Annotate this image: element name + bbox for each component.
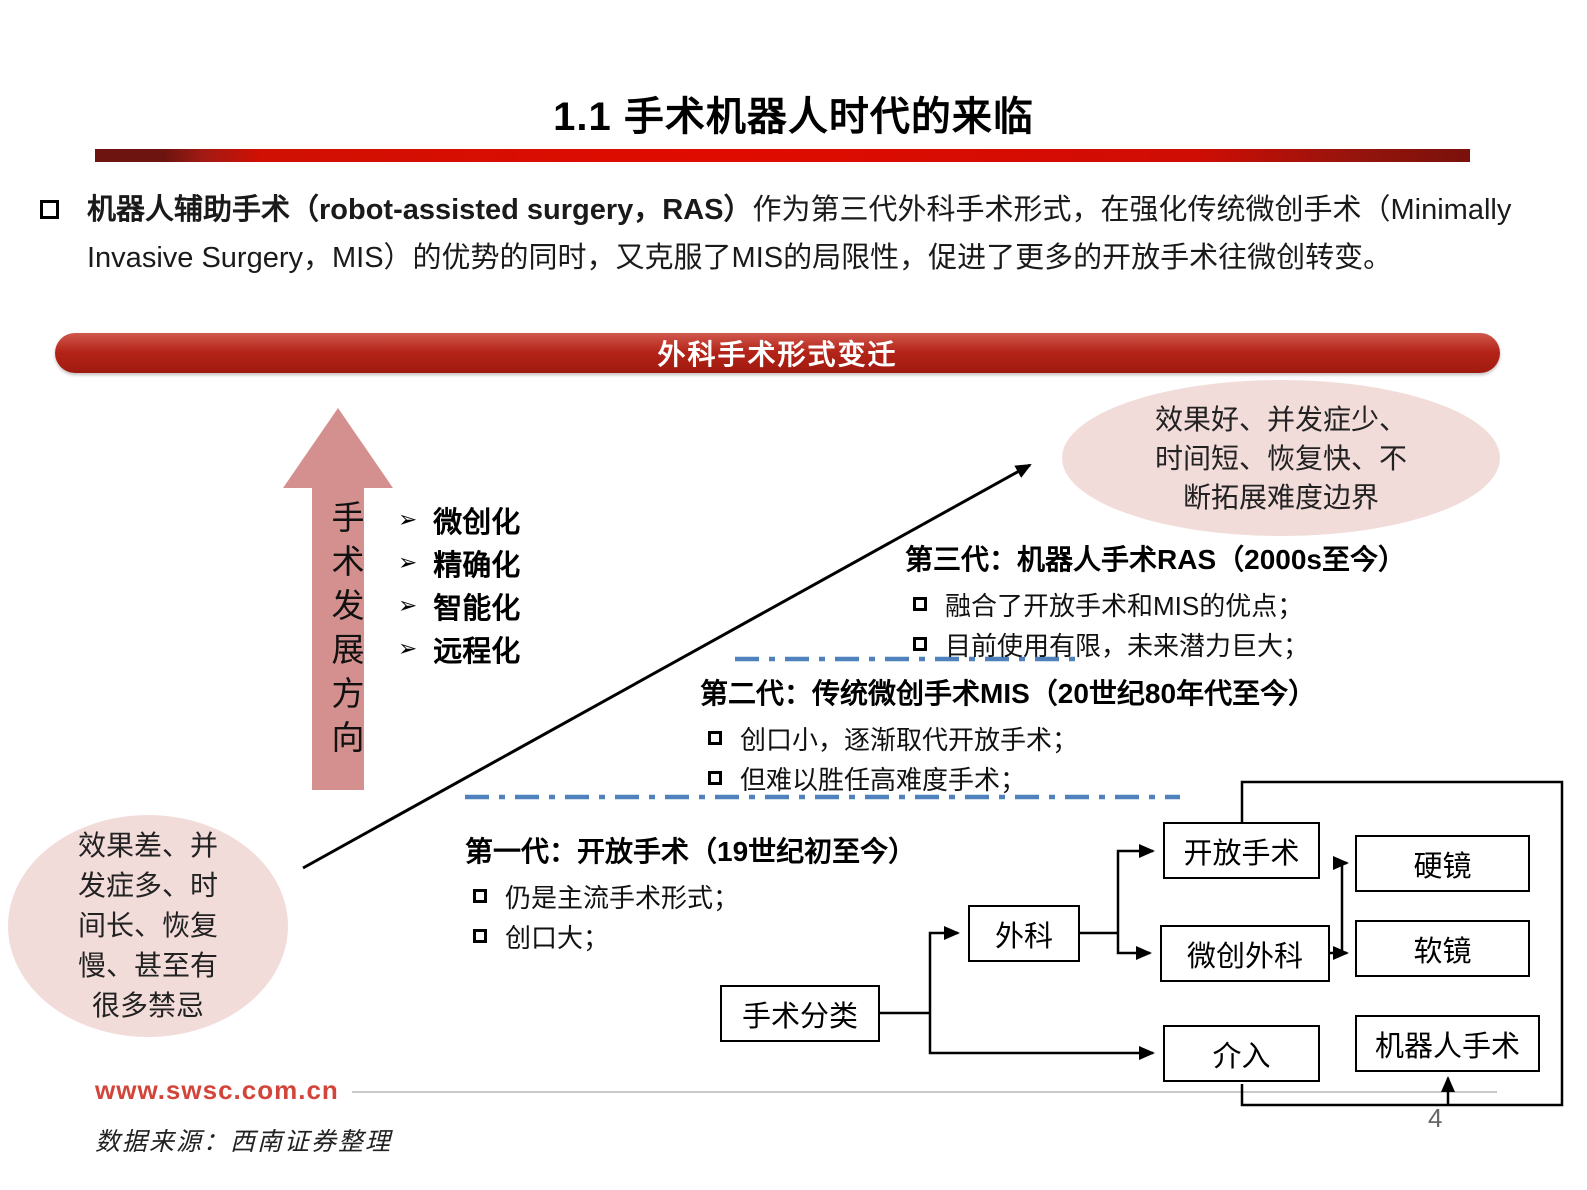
flow-node-root: 手术分类 — [720, 985, 880, 1042]
square-bullet-icon — [913, 597, 927, 611]
flow-node-flexible-scope: 软镜 — [1355, 920, 1530, 977]
data-source-note: 数据来源：西南证券整理 — [95, 1129, 393, 1156]
square-bullet-icon — [40, 200, 59, 219]
banner-label: 外科手术形式变迁 — [657, 339, 898, 370]
generation-3-block: 第三代：机器人手术RAS（2000s至今） 融合了开放手术和MIS的优点； 目前… — [905, 538, 1406, 664]
outcome-good-text: 效果好、并发症少、时间短、恢复快、不断拓展难度边界 — [1154, 403, 1407, 513]
generation-2-bullet: 但难以胜任高难度手术； — [708, 758, 1316, 798]
flow-node-robot-surgery: 机器人手术 — [1355, 1015, 1540, 1072]
section-banner: 外科手术形式变迁 — [55, 333, 1500, 373]
direction-item: ➢ 微创化 — [398, 498, 520, 541]
arrow-bullet-icon: ➢ — [398, 592, 418, 618]
flow-connector-lines — [880, 780, 1564, 1107]
flow-node-label: 软镜 — [1413, 935, 1472, 968]
flow-node-rigid-scope: 硬镜 — [1355, 835, 1530, 892]
intro-text: 机器人辅助手术（robot-assisted surgery，RAS）作为第三代… — [87, 186, 1545, 282]
arrow-bullet-icon: ➢ — [398, 635, 418, 661]
outcome-ellipse-bad: 效果差、并发症多、时间长、恢复慢、甚至有很多禁忌 — [8, 815, 288, 1037]
flow-node-label: 外科 — [994, 920, 1053, 953]
bullet-text: 但难以胜任高难度手术； — [740, 764, 1027, 795]
trend-arrow-icon — [302, 463, 1032, 870]
flow-node-mis: 微创外科 — [1160, 925, 1330, 982]
direction-list: ➢ 微创化 ➢ 精确化 ➢ 智能化 ➢ 远程化 — [398, 498, 520, 670]
generation-2-block: 第二代：传统微创手术MIS（20世纪80年代至今） 创口小，逐渐取代开放手术； … — [700, 672, 1316, 798]
generation-3-title: 第三代：机器人手术RAS（2000s至今） — [905, 544, 1406, 575]
generation-1-bullet: 仍是主流手术形式； — [473, 876, 916, 916]
flow-node-interventional: 介入 — [1163, 1025, 1320, 1082]
flow-node-label: 介入 — [1212, 1040, 1271, 1073]
bullet-text: 目前使用有限，未来潜力巨大； — [945, 630, 1310, 661]
intro-rest: 作为第三代外科手术形式，在强化传统微创手术（Minimally Invasive… — [87, 194, 1512, 274]
bullet-text: 创口大； — [505, 922, 610, 953]
square-bullet-icon — [913, 637, 927, 651]
up-arrow-shaft — [312, 486, 364, 790]
intro-lead: 机器人辅助手术（robot-assisted surgery，RAS） — [87, 194, 753, 226]
direction-label: 远程化 — [433, 635, 521, 668]
square-bullet-icon — [473, 929, 487, 943]
generation-1-bullet: 创口大； — [473, 916, 916, 956]
flow-node-label: 硬镜 — [1413, 850, 1472, 883]
square-bullet-icon — [708, 771, 722, 785]
bullet-text: 仍是主流手术形式； — [505, 882, 740, 913]
arrow-bullet-icon: ➢ — [398, 506, 418, 532]
direction-label: 精确化 — [433, 549, 521, 582]
direction-label: 智能化 — [433, 592, 521, 625]
direction-label: 微创化 — [433, 506, 521, 539]
direction-item: ➢ 远程化 — [398, 627, 520, 670]
generation-3-bullet: 目前使用有限，未来潜力巨大； — [913, 624, 1406, 664]
square-bullet-icon — [708, 731, 722, 745]
direction-item: ➢ 精确化 — [398, 541, 520, 584]
generation-1-block: 第一代：开放手术（19世纪初至今） 仍是主流手术形式； 创口大； — [465, 830, 916, 956]
bullet-text: 融合了开放手术和MIS的优点； — [945, 590, 1304, 621]
flow-node-open-surgery: 开放手术 — [1163, 822, 1320, 879]
generation-3-bullet: 融合了开放手术和MIS的优点； — [913, 584, 1406, 624]
flow-node-surgery: 外科 — [968, 905, 1080, 962]
flow-node-label: 开放手术 — [1183, 837, 1300, 870]
flow-node-label: 机器人手术 — [1374, 1030, 1520, 1063]
flow-node-label: 微创外科 — [1186, 940, 1303, 973]
arrow-bullet-icon: ➢ — [398, 549, 418, 575]
up-arrow-icon — [283, 408, 393, 488]
bullet-text: 创口小，逐渐取代开放手术； — [740, 724, 1079, 755]
generation-2-bullet: 创口小，逐渐取代开放手术； — [708, 718, 1316, 758]
generation-1-title: 第一代：开放手术（19世纪初至今） — [465, 836, 917, 867]
square-bullet-icon — [473, 889, 487, 903]
generation-2-title: 第二代：传统微创手术MIS（20世纪80年代至今） — [700, 678, 1317, 709]
outcome-ellipse-good: 效果好、并发症少、时间短、恢复快、不断拓展难度边界 — [1062, 380, 1500, 536]
page-title: 1.1 手术机器人时代的来临 — [553, 95, 1034, 139]
flow-node-label: 手术分类 — [741, 1000, 858, 1033]
axis-label: 手术发展方向 — [327, 500, 364, 764]
footer-divider — [352, 1091, 1497, 1093]
title-accent-bar — [95, 149, 1470, 162]
intro-paragraph: 机器人辅助手术（robot-assisted surgery，RAS）作为第三代… — [40, 186, 1545, 282]
website-text: www.swsc.com.cn — [95, 1075, 339, 1105]
direction-item: ➢ 智能化 — [398, 584, 520, 627]
page-number: 4 — [1428, 1103, 1443, 1133]
outcome-bad-text: 效果差、并发症多、时间长、恢复慢、甚至有很多禁忌 — [77, 830, 218, 1021]
